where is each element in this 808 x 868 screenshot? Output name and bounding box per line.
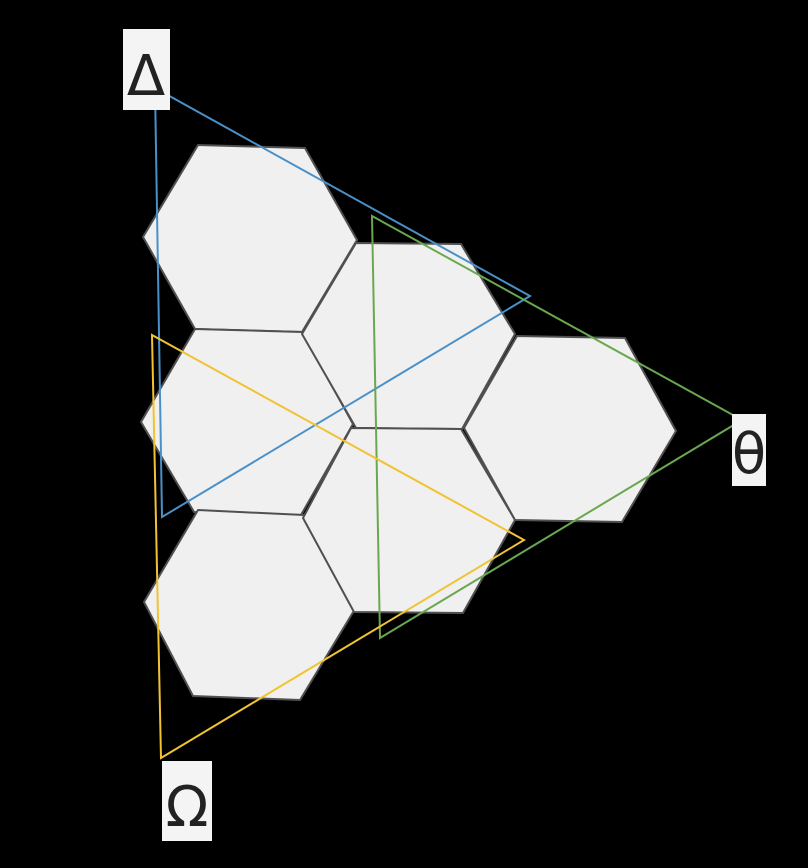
label-theta: θ [732, 414, 766, 487]
label-omega-background [162, 761, 212, 841]
triangle-delta [153, 86, 532, 519]
vertex-labels: Δ θ Ω [123, 29, 766, 841]
label-theta-text: θ [732, 422, 766, 487]
label-delta-background [123, 29, 170, 110]
hexagon-right [463, 335, 677, 523]
label-omega-text: Ω [166, 775, 209, 840]
label-delta-text: Δ [127, 44, 165, 109]
hexagon-cluster [140, 144, 677, 701]
triangles [150, 86, 745, 760]
triangle-omega [150, 333, 527, 760]
label-delta: Δ [123, 29, 170, 110]
label-omega: Ω [162, 761, 212, 841]
label-theta-background [732, 414, 766, 486]
triangle-theta [370, 214, 745, 640]
hexagon-bottom-center [302, 427, 516, 614]
